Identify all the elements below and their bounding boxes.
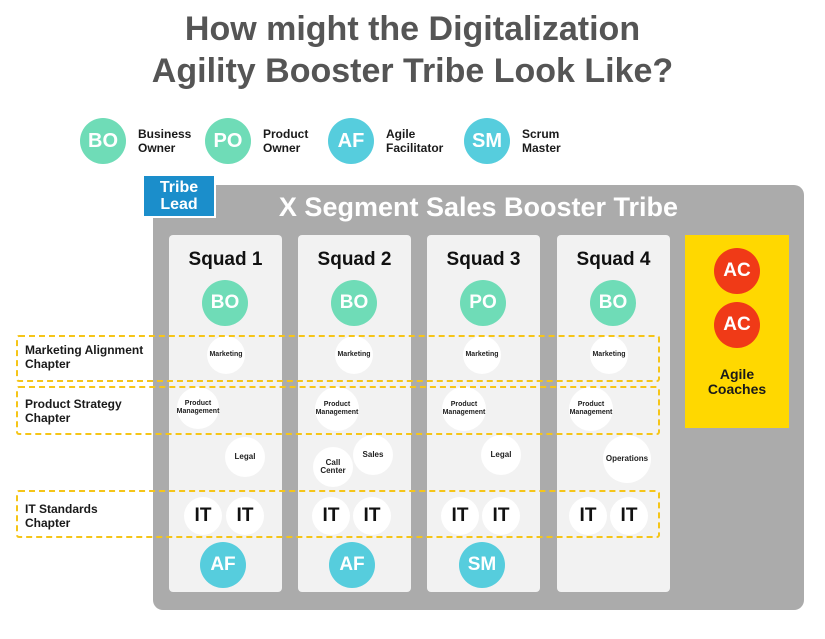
chapter-band-it-standards (16, 490, 660, 538)
product-management-member: Product Management (177, 387, 219, 429)
tribe-title: X Segment Sales Booster Tribe (278, 192, 679, 222)
product-management-member: Product Management (315, 387, 359, 431)
legend-af-label: Agile Facilitator (386, 127, 444, 155)
legal-member: Legal (225, 437, 265, 477)
chapter-band-marketing (16, 335, 660, 382)
it-member: IT (482, 497, 520, 535)
product-management-member: Product Management (569, 387, 613, 431)
marketing-member: Marketing (207, 336, 245, 374)
squad-title: Squad 3 (446, 249, 521, 270)
chapter-label-it-standards: IT Standards Chapter (25, 502, 98, 530)
marketing-member: Marketing (463, 336, 501, 374)
it-member: IT (441, 497, 479, 535)
agile-coaches-panel: AC AC Agile Coaches (685, 235, 789, 428)
call-center-member: Call Center (313, 447, 353, 487)
squad-2: Squad 2 BO Marketing Product Management … (298, 235, 411, 592)
legend-item-scrum-master: SM Scrum Master (464, 118, 561, 164)
it-member: IT (312, 497, 350, 535)
tribe-lead-badge: Tribe Lead (142, 174, 216, 218)
legend-sm-label: Scrum Master (522, 127, 561, 155)
legend-bo-label: Business Owner (138, 127, 192, 155)
squad-3: Squad 3 PO Marketing Product Management … (427, 235, 540, 592)
legend-bo-badge: BO (80, 118, 126, 164)
it-member: IT (353, 497, 391, 535)
it-member: IT (610, 497, 648, 535)
squad-owner-badge: PO (460, 280, 506, 326)
squad-title: Squad 2 (317, 249, 392, 270)
squad-1: Squad 1 BO Marketing Product Management … (169, 235, 282, 592)
squad-owner-badge: BO (331, 280, 377, 326)
it-member: IT (184, 497, 222, 535)
squad-owner-badge: BO (202, 280, 248, 326)
page-title: How might the Digitalization Agility Boo… (151, 10, 674, 90)
squad-title: Squad 1 (188, 249, 263, 270)
marketing-member: Marketing (590, 336, 628, 374)
sales-member: Sales (353, 435, 393, 475)
chapter-label-product-strategy: Product Strategy Chapter (25, 397, 122, 425)
legend-po-badge: PO (205, 118, 251, 164)
squad-title: Squad 4 (576, 249, 651, 270)
legal-member: Legal (481, 435, 521, 475)
legend-item-agile-facilitator: AF Agile Facilitator (328, 118, 443, 164)
agile-coaches-label: Agile Coaches (707, 366, 767, 397)
marketing-member: Marketing (335, 336, 373, 374)
it-member: IT (569, 497, 607, 535)
legend-item-business-owner: BO Business Owner (80, 118, 191, 164)
product-management-member: Product Management (442, 387, 486, 431)
legend-af-badge: AF (328, 118, 374, 164)
agile-coach-badge: AC (714, 302, 760, 348)
chapter-band-product-strategy (16, 386, 660, 435)
operations-member: Operations (603, 435, 651, 483)
squad-facilitator-badge: AF (329, 542, 375, 588)
it-member: IT (226, 497, 264, 535)
chapter-label-marketing: Marketing Alignment Chapter (25, 343, 144, 371)
squad-4: Squad 4 BO Marketing Product Management … (557, 235, 670, 592)
legend-item-product-owner: PO Product Owner (205, 118, 308, 164)
agile-coach-badge: AC (714, 248, 760, 294)
legend-sm-badge: SM (464, 118, 510, 164)
legend-po-label: Product Owner (263, 127, 309, 155)
squad-owner-badge: BO (590, 280, 636, 326)
squad-facilitator-badge: AF (200, 542, 246, 588)
squad-scrum-master-badge: SM (459, 542, 505, 588)
